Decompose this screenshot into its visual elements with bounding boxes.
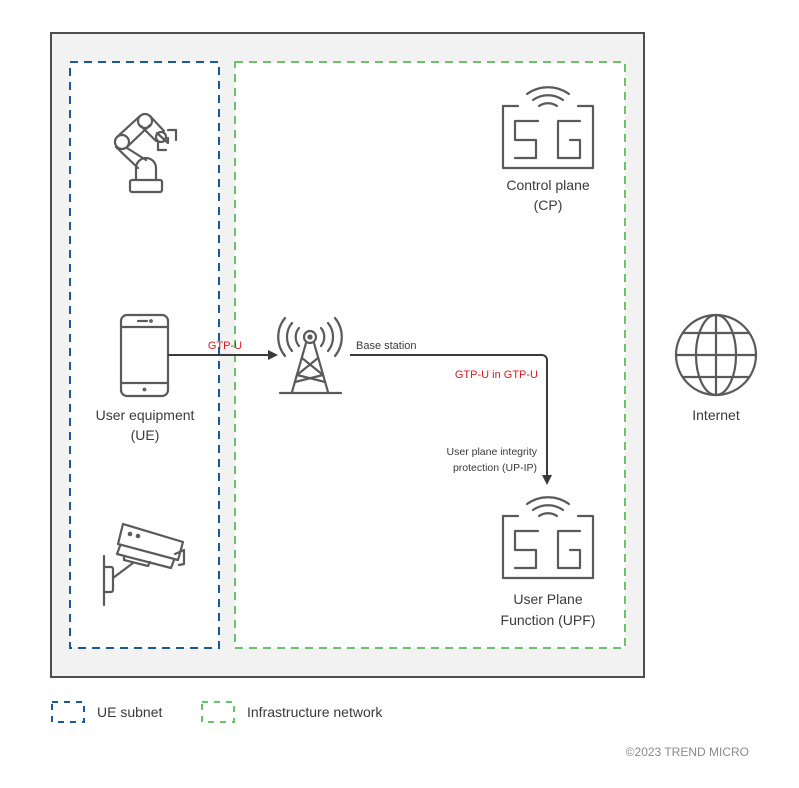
control-plane-label-line2: (CP) [534, 197, 563, 213]
legend-infrastructure-label: Infrastructure network [247, 704, 383, 720]
up-ip-note-line1: User plane integrity [447, 446, 538, 458]
upf-label-line1: User Plane [513, 591, 582, 607]
control-plane-label-line1: Control plane [506, 177, 589, 193]
globe-icon [674, 313, 758, 397]
ue-label-line1: User equipment [96, 407, 195, 423]
internet-label: Internet [692, 407, 740, 423]
cell-tower-icon [277, 316, 343, 395]
legend-ue-subnet-swatch [51, 701, 85, 723]
legend: UE subnet Infrastructure network [51, 701, 383, 723]
gtp-u-in-gtp-u-arrow [350, 354, 552, 485]
up-ip-note-line2: protection (UP-IP) [453, 462, 537, 474]
legend-ue-subnet-label: UE subnet [97, 704, 162, 720]
copyright: ©2023 TREND MICRO [626, 745, 749, 759]
upf-5g-icon [501, 496, 595, 580]
security-camera-icon [102, 522, 186, 607]
robot-arm-icon [113, 112, 178, 194]
gtp-u-label: GTP-U [208, 340, 242, 352]
upf-label-line2: Function (UPF) [501, 612, 596, 628]
legend-infrastructure-swatch [201, 701, 235, 723]
control-plane-5g-icon [501, 86, 595, 170]
ue-label-line2: (UE) [131, 427, 160, 443]
gtp-u-in-gtp-u-label: GTP-U in GTP-U [455, 369, 538, 381]
base-station-label: Base station [356, 340, 417, 352]
